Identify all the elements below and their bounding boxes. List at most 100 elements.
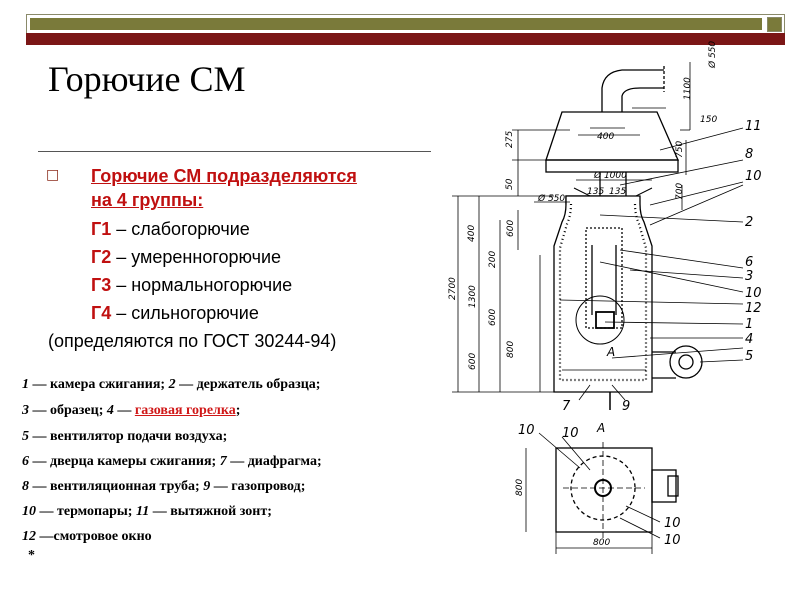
callout-number: 10 <box>664 516 681 531</box>
legend-line: 10 — термопары; 11 — вытяжной зонт; <box>22 504 272 520</box>
callout-number: 3 <box>745 269 753 284</box>
group-code: Г3 <box>91 275 112 295</box>
dim-label: 750 <box>675 141 685 158</box>
legend-num: 5 <box>22 429 29 444</box>
dim-label: 400 <box>467 225 477 242</box>
slide-title: Горючие СМ <box>48 59 246 99</box>
section-mark: А <box>596 421 605 435</box>
dim-label: 1300 <box>468 285 478 308</box>
dim-label: 600 <box>468 353 478 370</box>
callout-number: 10 <box>518 423 535 438</box>
group-code: Г2 <box>91 247 112 267</box>
group-desc: – сильногорючие <box>111 303 259 323</box>
dim-label: 275 <box>505 131 515 148</box>
legend-num: 10 <box>22 504 36 519</box>
dim-label: 150 <box>700 115 717 125</box>
ventilation-pipe <box>601 66 665 112</box>
legend-num: 4 <box>106 403 114 418</box>
group-item: Г3 – нормальногорючие <box>91 275 292 296</box>
gost-note: (определяются по ГОСТ 30244-94) <box>48 331 337 351</box>
legend-num: 3 <box>22 403 29 418</box>
legend-line: 1 — камера сжигания; 2 — держатель образ… <box>22 377 320 393</box>
title-accent-bar <box>26 33 785 45</box>
group-item: Г1 – слабогорючие <box>91 219 250 240</box>
legend-text: — держатель образца; <box>175 377 321 392</box>
callout-number: 10 <box>745 286 762 301</box>
legend-num: 1 <box>22 377 29 392</box>
legend-line: 6 — дверца камеры сжигания; 7 — диафрагм… <box>22 454 322 470</box>
legend-text: —смотровое окно <box>36 529 152 544</box>
legend-text: — образец; <box>29 403 107 418</box>
title-divider <box>38 151 431 152</box>
legend-line: 3 — образец; 4 — газовая горелка; <box>22 403 240 419</box>
legend-text: — вентиляционная труба; <box>29 479 204 494</box>
callout-number: 8 <box>745 147 753 162</box>
dim-label: 50 <box>505 178 515 190</box>
group-desc: – нормальногорючие <box>111 275 293 295</box>
callout-number: 12 <box>745 301 762 316</box>
legend-text: — диафрагма; <box>226 454 322 469</box>
callout-number: 11 <box>745 119 762 134</box>
callout-number: 7 <box>562 399 571 414</box>
legend-text: — термопары; <box>36 504 136 519</box>
legend-num: 7 <box>219 454 227 469</box>
groups-heading-line2: на 4 группы: <box>91 190 204 210</box>
legend-line: 12 —смотровое окно <box>22 529 152 545</box>
callout-number: 4 <box>745 332 753 347</box>
callout-number: 5 <box>745 349 753 364</box>
callout-number: 10 <box>562 426 579 441</box>
gas-burner-link[interactable]: газовая горелка <box>134 403 236 418</box>
dim-label: Ø 1000 <box>593 170 627 181</box>
legend-line: 8 — вентиляционная труба; 9 — газопровод… <box>22 479 305 495</box>
callout-number: 10 <box>664 533 681 548</box>
dim-label: 700 <box>675 183 685 200</box>
top-bar-fill <box>30 18 762 30</box>
legend-num: 11 <box>135 504 150 519</box>
dim-label: Ø 550 <box>707 41 718 69</box>
dim-label: 800 <box>506 341 516 358</box>
group-item: Г2 – умеренногорючие <box>91 247 281 268</box>
legend-num: 2 <box>168 377 176 392</box>
legend-num: 6 <box>22 454 29 469</box>
groups-heading-line1: Горючие СМ подразделяются <box>91 166 357 186</box>
callout-number: 6 <box>745 255 753 270</box>
plan-view <box>525 432 679 554</box>
callout-number: 2 <box>745 215 753 230</box>
combustion-chamber <box>553 195 653 393</box>
callout-number: 10 <box>745 169 762 184</box>
group-desc: – слабогорючие <box>111 219 250 239</box>
dim-label: 600 <box>506 220 516 237</box>
callout-number: 1 <box>745 317 753 332</box>
legend-text: ; <box>235 403 241 418</box>
dim-label: 800 <box>593 538 610 548</box>
legend-text: — дверца камеры сжигания; <box>29 454 220 469</box>
group-item: Г4 – сильногорючие <box>91 303 259 324</box>
callout-number: 9 <box>622 399 630 414</box>
dim-label: 400 <box>597 132 614 142</box>
legend-num: 8 <box>22 479 29 494</box>
legend-text: — камера сжигания; <box>29 377 169 392</box>
legend-line: 5 — вентилятор подачи воздуха; <box>22 429 227 445</box>
legend-text: — газопровод; <box>210 479 306 494</box>
legend-text: — <box>113 403 135 418</box>
legend-text: — вытяжной зонт; <box>149 504 272 519</box>
footnote-star: * <box>28 548 35 563</box>
top-decorative-bar <box>26 14 785 34</box>
square-bullet-icon: □ <box>46 167 60 183</box>
exhaust-hood <box>545 111 679 173</box>
group-code: Г1 <box>91 219 112 239</box>
dim-label: 1100 <box>683 77 693 100</box>
dim-label: 800 <box>515 479 525 496</box>
legend-text: — вентилятор подачи воздуха; <box>29 429 228 444</box>
group-desc: – умеренногорючие <box>111 247 282 267</box>
groups-heading: Горючие СМ подразделяются на 4 группы: <box>91 164 357 212</box>
air-fan <box>652 345 703 379</box>
top-bar-square <box>767 17 782 32</box>
legend-num: 9 <box>203 479 211 494</box>
dim-label: 135 <box>609 187 626 197</box>
dimension-lines <box>452 62 691 393</box>
dim-label: 135 <box>587 187 604 197</box>
legend-num: 12 <box>22 529 36 544</box>
section-mark: А <box>606 345 615 359</box>
